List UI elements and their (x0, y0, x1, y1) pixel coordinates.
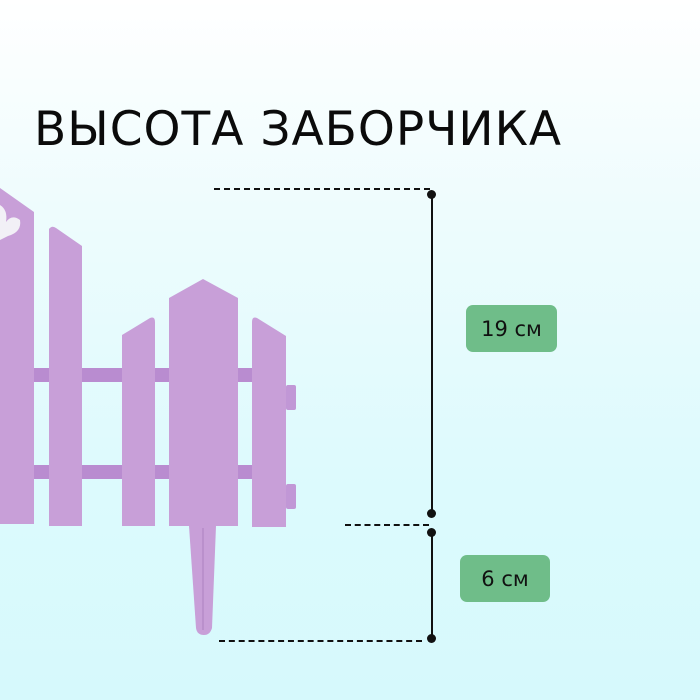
height-dimension-line (431, 194, 433, 512)
fence-clips (286, 385, 296, 509)
page-title: ВЫСОТА ЗАБОРЧИКА (34, 102, 563, 157)
picket-center (169, 279, 238, 526)
butterfly-icon (0, 205, 21, 240)
stake-depth-badge: 6 см (460, 555, 550, 602)
picket-5 (252, 317, 286, 527)
dimension-endpoint (427, 190, 436, 199)
picket-tall-left (0, 188, 34, 524)
picket-3 (122, 317, 155, 526)
ground-guide-line (345, 524, 429, 526)
top-guide-line (214, 188, 430, 190)
bottom-guide-line (219, 640, 422, 642)
stake-dimension-line (431, 532, 433, 638)
fence-pickets (0, 188, 286, 527)
dimension-endpoint (427, 634, 436, 643)
picket-2 (49, 226, 82, 526)
height-badge: 19 см (466, 305, 557, 352)
dimension-endpoint (427, 528, 436, 537)
dimension-endpoint (427, 509, 436, 518)
